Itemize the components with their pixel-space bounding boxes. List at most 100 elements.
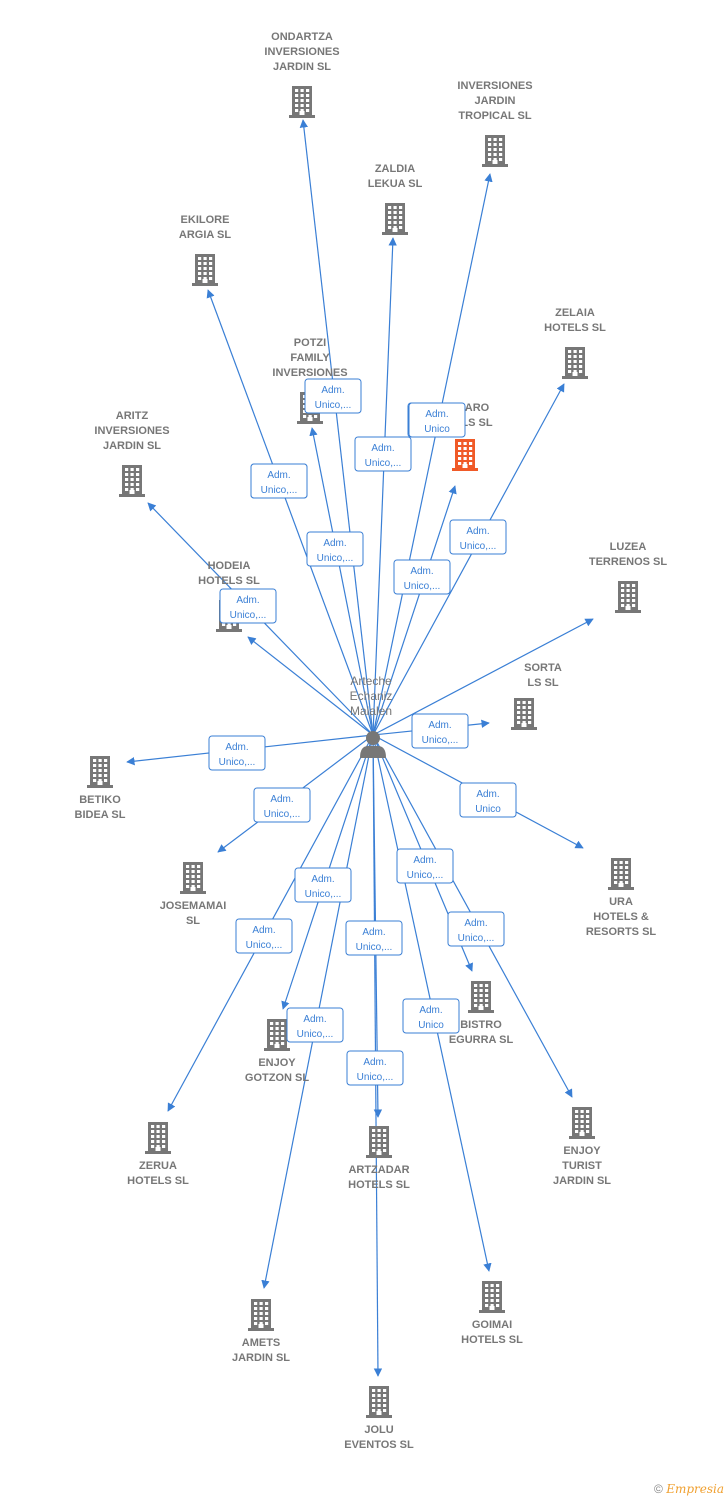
edge-label-text: Unico — [418, 1020, 444, 1031]
edge-label-text: Unico,... — [317, 553, 354, 564]
edge-label-text: Unico,... — [246, 940, 283, 951]
edge-label-text: Unico,... — [230, 610, 267, 621]
building-icon — [452, 439, 478, 471]
company-name-line: LS SL — [461, 417, 492, 429]
company-name-line: ONDARTZA — [271, 31, 333, 43]
edge-label-text: Unico,... — [365, 458, 402, 469]
building-icon — [482, 135, 508, 167]
person-name-line: Echaniz — [350, 689, 393, 703]
edge-label-text: Unico,... — [297, 1029, 334, 1040]
edge-label-zerua[interactable]: Adm. Unico,... — [235, 918, 293, 954]
edge-label-enjoy_turist[interactable]: Adm.Unico,... — [447, 911, 505, 947]
company-node-josemamai[interactable]: JOSEMAMAI SL — [160, 862, 227, 927]
brand-logo[interactable]: Empresia — [666, 1482, 724, 1496]
edge-label-text: Adm. — [236, 595, 259, 606]
edge-label-text: Adm. — [362, 927, 385, 938]
building-icon — [608, 858, 634, 890]
company-name-line: SL — [186, 915, 200, 927]
company-node-enjoy_turist[interactable]: ENJOY TURIST JARDIN SL — [553, 1107, 611, 1187]
company-name-line: ENJOY — [563, 1145, 601, 1157]
edge-label-ura[interactable]: Adm.Unico — [459, 782, 517, 818]
company-name-line: EGURRA SL — [449, 1034, 514, 1046]
edge-label-text: Adm. — [371, 443, 394, 454]
edge-line-ekilore — [206, 289, 374, 736]
edge-line-faro — [372, 485, 457, 736]
edge-label-text: Unico — [475, 804, 501, 815]
company-name-line: INVERSIONES — [264, 46, 339, 58]
building-icon — [192, 254, 218, 286]
company-name-line: RESORTS SL — [586, 926, 657, 938]
edge-line-zelaia — [372, 383, 565, 736]
edge-label-jolu[interactable]: Adm.Unico,... — [346, 1050, 404, 1086]
edge-label-text: Adm. — [252, 925, 275, 936]
edge-label-text: Unico,... — [305, 889, 342, 900]
company-name-line: BIDEA SL — [75, 809, 126, 821]
edge-line-ondartza — [299, 119, 374, 736]
edge-label-zaldia[interactable]: Adm. Unico,... — [354, 436, 412, 472]
nodes-layer: ONDARTZA INVERSIONES JARDIN SL INVERSIONESJ… — [75, 31, 668, 1451]
edge-label-text: Unico,... — [264, 809, 301, 820]
building-icon — [615, 581, 641, 613]
building-icon — [145, 1122, 171, 1154]
building-icon — [366, 1386, 392, 1418]
company-name-line: HOTELS SL — [348, 1179, 410, 1191]
edge-label-josemamai[interactable]: Adm.Unico,... — [253, 787, 311, 823]
building-icon — [562, 347, 588, 379]
person-icon — [360, 731, 386, 758]
company-name-line: JOSEMAMAI — [160, 900, 227, 912]
edge-label-aritz[interactable]: Adm.Unico,... — [250, 463, 308, 499]
building-icon — [289, 86, 315, 118]
edge-label-betiko[interactable]: Adm.Unico,... — [208, 735, 266, 771]
company-name-line: ARO — [465, 402, 490, 414]
edge-label-text: Unico,... — [458, 933, 495, 944]
edge-label-goimai[interactable]: Adm.Unico — [402, 998, 460, 1034]
company-node-faro[interactable]: ARO LS SL — [452, 402, 493, 471]
edge-label-text: Unico,... — [356, 942, 393, 953]
company-name-line: HOTELS SL — [198, 575, 260, 587]
company-name-line: JARDIN SL — [553, 1175, 611, 1187]
edge-label-text: Adm. — [311, 874, 334, 885]
company-name-line: TURIST — [562, 1160, 602, 1172]
edge-label-hodeia[interactable]: Adm. Unico,... — [219, 588, 277, 624]
edge-label-resorta[interactable]: Adm.Unico,... — [411, 713, 469, 749]
building-icon — [264, 1019, 290, 1051]
person-name-line: Arteche — [350, 674, 392, 688]
edge-label-luzea[interactable]: Adm.Unico,... — [393, 559, 451, 595]
edge-label-potzi[interactable]: Adm.Unico,... — [306, 531, 364, 567]
edge-label-bistro[interactable]: Adm.Unico,... — [396, 848, 454, 884]
building-icon — [248, 1299, 274, 1331]
company-name-line: EVENTOS SL — [344, 1439, 414, 1451]
edge-label-text: Adm. — [425, 409, 448, 420]
edge-label-ondartza[interactable]: Adm.Unico,... — [304, 378, 362, 414]
edge-label-zelaia[interactable]: Adm.Unico,... — [449, 519, 507, 555]
edge-line-potzi — [309, 427, 374, 736]
edge-label-enjoy_gotzon[interactable]: Adm. Unico,... — [294, 867, 352, 903]
edge-label-artzadar[interactable]: Adm. Unico,... — [345, 920, 403, 956]
edge-label-amets[interactable]: Adm.Unico,... — [286, 1007, 344, 1043]
edge-label-text: Unico,... — [422, 735, 459, 746]
company-name-line: ZELAIA — [555, 307, 595, 319]
edge-label-faro[interactable]: Adm.Unico — [408, 402, 466, 438]
building-icon — [366, 1126, 392, 1158]
edge-label-text: Unico,... — [261, 485, 298, 496]
